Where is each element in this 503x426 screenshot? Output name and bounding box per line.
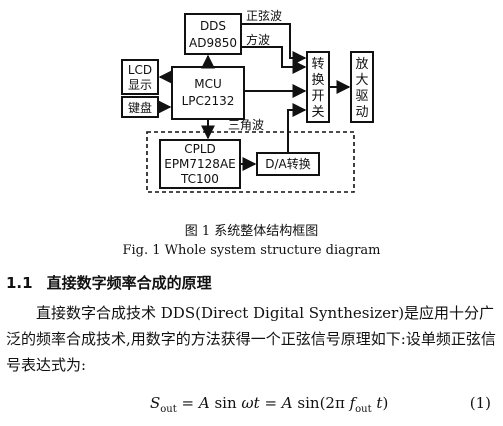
switch-char: 开 — [311, 89, 324, 104]
figure-caption-english: Fig. 1 Whole system structure diagram — [122, 243, 381, 258]
figure-caption-chinese: 图 1 系统整体结构框图 — [184, 224, 319, 239]
keypad-label: 键盘 — [128, 100, 152, 115]
square-wave-label: 方波 — [246, 32, 270, 47]
section-number: 1.1 — [6, 274, 33, 292]
mcu-label: MCU — [194, 77, 222, 91]
cpld-group-dashed-border — [146, 131, 355, 193]
mcu-block: MCU LPC2132 — [171, 66, 245, 120]
square-to-switch-arrow — [241, 46, 307, 74]
cpld-chip-label: EPM7128AE — [164, 157, 236, 171]
sine-wave-label: 正弦波 — [246, 8, 282, 23]
triangle-wave-label: 三角波 — [228, 118, 264, 132]
mcu-chip-label: LPC2132 — [182, 94, 235, 108]
equation-text: Sout = A sin ωt = A sin(2π fout t) — [150, 394, 389, 415]
switch-block: 转 换 开 关 — [306, 51, 330, 123]
body-paragraph: 直接数字合成技术 DDS(Direct Digital Synthesizer)… — [6, 304, 496, 374]
keypad-block: 键盘 — [121, 96, 159, 118]
amp-char: 大 — [355, 73, 368, 88]
dds-chip-label: AD9850 — [189, 36, 237, 50]
cpld-block: CPLD EPM7128AE TC100 — [159, 139, 241, 189]
equation-number: (1) — [469, 394, 491, 412]
switch-char: 关 — [311, 105, 324, 120]
amplifier-block: 放 大 驱 动 — [350, 51, 374, 123]
lcd-block: LCD 显示 — [121, 59, 159, 95]
lcd-display-label: 显示 — [128, 78, 152, 92]
switch-char: 换 — [311, 73, 324, 88]
cpld-package-label: TC100 — [180, 172, 219, 186]
dds-label: DDS — [200, 19, 226, 33]
switch-char: 转 — [311, 57, 324, 72]
amp-char: 驱 — [355, 89, 368, 104]
section-heading: 1.1 直接数字频率合成的原理 — [6, 272, 212, 293]
cpld-label: CPLD — [184, 142, 216, 156]
system-block-diagram: DDS AD9850 MCU LPC2132 LCD 显示 键盘 CPLD EP… — [121, 8, 374, 193]
amp-char: 动 — [355, 105, 368, 120]
da-converter-block: D/A转换 — [256, 152, 320, 176]
equation: Sout = A sin ωt = A sin(2π fout t) — [150, 394, 388, 415]
lcd-label: LCD — [128, 63, 152, 77]
section-title: 直接数字频率合成的原理 — [46, 274, 212, 292]
sine-to-switch-arrow — [241, 23, 307, 65]
amp-char: 放 — [355, 57, 368, 72]
da-label: D/A转换 — [265, 156, 311, 171]
triangle-to-switch-arrow — [287, 103, 307, 153]
dds-block: DDS AD9850 — [184, 13, 242, 55]
